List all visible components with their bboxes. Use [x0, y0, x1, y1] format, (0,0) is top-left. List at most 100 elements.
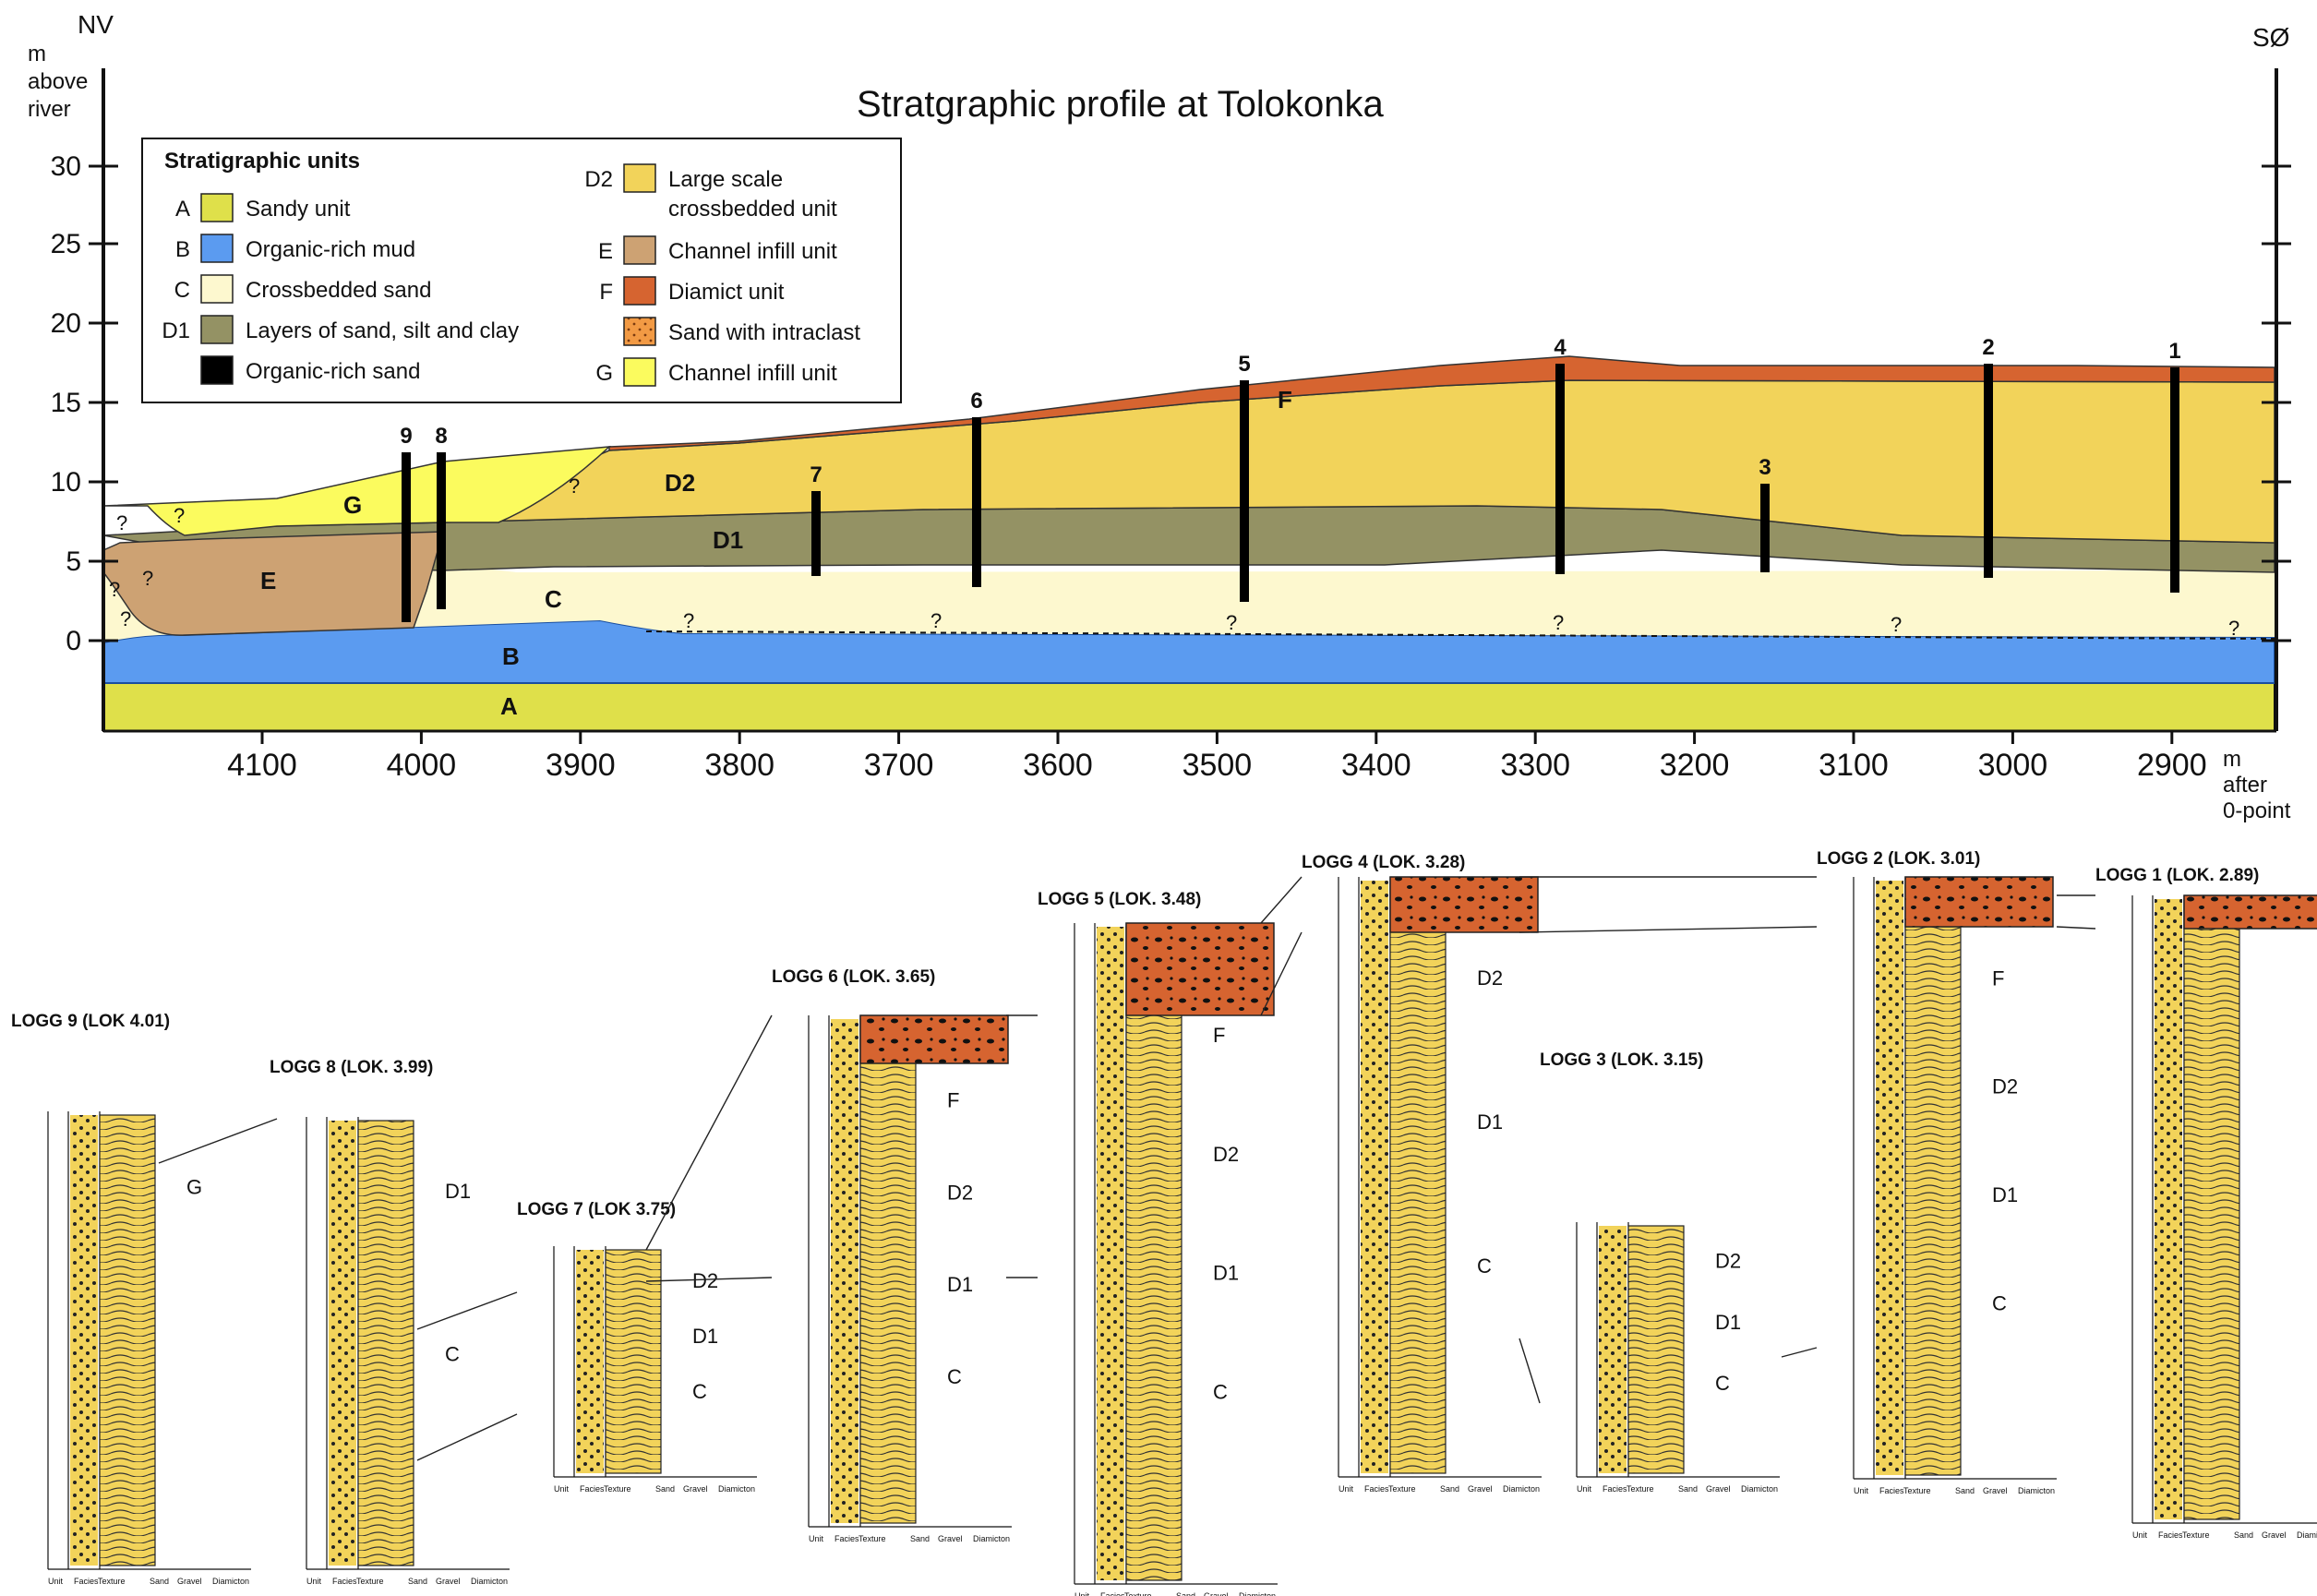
log-unit-label: F: [1213, 1024, 1225, 1047]
log-unit-label: D2: [1715, 1250, 1741, 1273]
y-tick-label: 10: [51, 467, 81, 498]
svg-text:?: ?: [109, 578, 120, 601]
log-axis-footer-label: Facies: [74, 1577, 99, 1586]
orientation-left: NV: [78, 10, 114, 39]
legend-label: Sandy unit: [246, 197, 351, 222]
sediment-body: [1904, 880, 1962, 1476]
y-axis-label-line-1: m: [28, 42, 46, 66]
x-tick-label: 3300: [1500, 748, 1570, 783]
log-axis-footer-label: Unit: [2132, 1530, 2148, 1540]
texture-dots: [1599, 1226, 1627, 1473]
log-axis-footer-label: Diamicton: [471, 1577, 508, 1586]
legend-swatch: [623, 276, 656, 306]
x-tick-label: 3400: [1341, 748, 1411, 783]
log-axis-footer-label: Facies: [1364, 1484, 1389, 1494]
svg-text:?: ?: [930, 609, 942, 632]
diamict-layer: [859, 1014, 1009, 1064]
profile-label-a: A: [500, 692, 518, 720]
x-axis-label-line-3: 0-point: [2223, 798, 2291, 823]
sediment-body: [859, 1018, 917, 1524]
profile-label-b: B: [502, 642, 520, 670]
log-title: LOGG 2 (LOK. 3.01): [1817, 849, 1980, 869]
legend-swatch: [200, 315, 234, 344]
log-unit-label: D1: [1715, 1311, 1741, 1334]
log-unit-label: C: [445, 1343, 460, 1366]
profile-log-bar: [402, 452, 411, 622]
y-axis-label-line-3: river: [28, 97, 71, 122]
figure-title: Stratgraphic profile at Tolokonka: [857, 84, 1384, 125]
correlation-line: [645, 1014, 773, 1251]
log-axis-footer-label: Sand: [408, 1577, 427, 1586]
legend-code: A: [175, 197, 190, 222]
log-axis-footer-label: Texture: [356, 1577, 384, 1586]
log-axis-footer-label: Facies: [1100, 1591, 1125, 1596]
x-tick-label: 3600: [1023, 748, 1093, 783]
orientation-right: SØ: [2252, 23, 2289, 52]
profile-log-bar: [1555, 364, 1565, 574]
log-axis-footer-label: Unit: [1339, 1484, 1354, 1494]
log-axis-footer-label: Texture: [604, 1484, 631, 1494]
texture-dots: [1361, 881, 1388, 1473]
profile-log-number: 2: [1982, 335, 1994, 360]
correlation-line: [1519, 1338, 1541, 1404]
legend-label: Organic-rich sand: [246, 359, 420, 384]
log-axis-footer-label: Unit: [48, 1577, 64, 1586]
profile-log-number: 6: [970, 389, 982, 414]
log-title: LOGG 7 (LOK 3.75): [517, 1200, 676, 1219]
log-title: LOGG 5 (LOK. 3.48): [1038, 890, 1201, 909]
legend-swatch: [623, 235, 656, 265]
log-axis-footer-label: Unit: [1854, 1486, 1869, 1495]
log-axis-footer-label: Facies: [1603, 1484, 1627, 1494]
log-axis-footer-label: Gravel: [1204, 1591, 1229, 1596]
legend-swatch: [200, 193, 234, 222]
log-unit-label: C: [692, 1380, 707, 1403]
sediment-body: [1389, 880, 1447, 1474]
profile-log-number: 3: [1759, 455, 1771, 480]
log-axis-footer-label: Unit: [1074, 1591, 1090, 1596]
profile-log-bar: [1760, 484, 1770, 572]
svg-text:?: ?: [142, 567, 153, 590]
log-axis-footer-label: Texture: [2182, 1530, 2210, 1540]
y-tick-label: 30: [51, 151, 81, 182]
log-title: LOGG 9 (LOK 4.01): [11, 1012, 170, 1031]
legend-label: Channel infill unit: [668, 239, 837, 264]
log-axis-footer-label: Diamicton: [2297, 1530, 2317, 1540]
log-axis-footer-label: Unit: [306, 1577, 322, 1586]
legend-label: Large scale: [668, 167, 783, 192]
log-unit-label: D1: [1992, 1183, 2018, 1206]
log-axis-footer-label: Sand: [1176, 1591, 1195, 1596]
x-axis-label-line-1: m: [2223, 747, 2241, 772]
profile-log-bar: [811, 491, 821, 576]
legend-title: Stratigraphic units: [164, 149, 360, 174]
diamict-layer: [1389, 876, 1539, 933]
profile-label-f: F: [1278, 386, 1292, 414]
svg-text:?: ?: [120, 607, 131, 630]
legend-code: E: [598, 239, 613, 264]
legend-label: Sand with intraclast: [668, 320, 860, 345]
x-tick-label: 3200: [1660, 748, 1730, 783]
log-unit-label: F: [1992, 966, 2004, 990]
sediment-body: [1125, 926, 1183, 1581]
legend-label: Channel infill unit: [668, 361, 837, 386]
log-unit-label: D1: [445, 1180, 471, 1203]
log-unit-label: D2: [1213, 1143, 1239, 1166]
profile-log-number: 7: [810, 462, 822, 487]
log-axis-footer-label: Sand: [1440, 1484, 1459, 1494]
profile-label-e: E: [260, 567, 276, 594]
correlation-line: [1781, 1347, 1818, 1358]
legend-code: C: [174, 278, 190, 303]
log-axis-footer-label: Gravel: [1468, 1484, 1493, 1494]
legend-label: Diamict unit: [668, 280, 785, 305]
x-axis-label-line-2: after: [2223, 773, 2267, 798]
x-tick-label: 4100: [227, 748, 297, 783]
log-unit-label: C: [1992, 1291, 2007, 1314]
log-unit-label: C: [1715, 1372, 1730, 1395]
x-tick-label: 3800: [704, 748, 774, 783]
